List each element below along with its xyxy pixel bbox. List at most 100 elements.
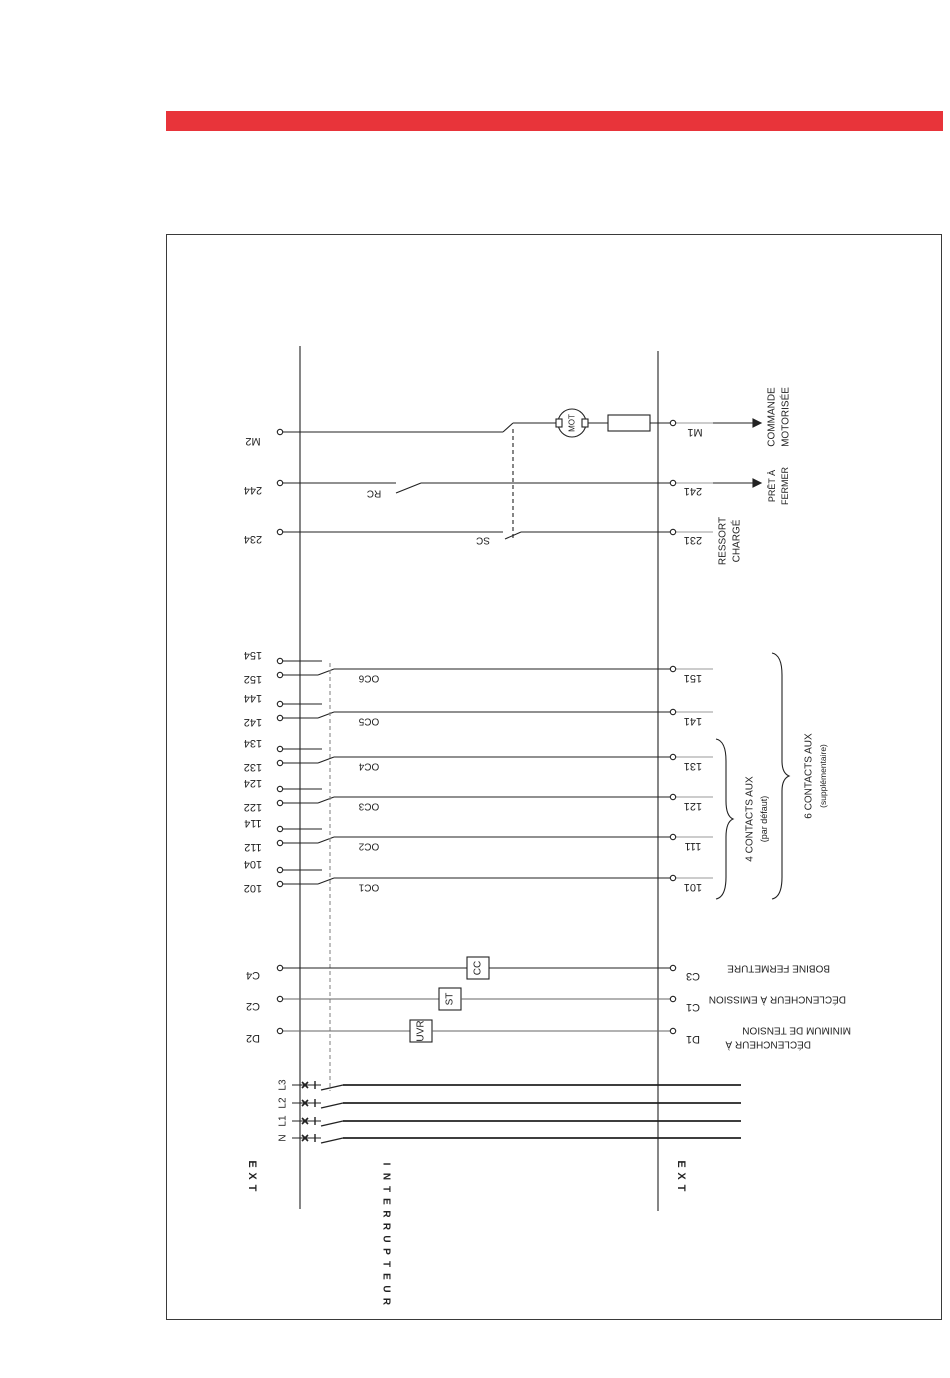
terminal-coil-right [669,964,677,972]
label-aux-nc: 154 [244,649,262,661]
label-aux-no: 152 [244,673,262,685]
terminal-aux-nc [276,866,284,874]
terminal-aux-nc [276,657,284,665]
power-contact-cross-icon [301,1134,309,1142]
label-aux-right: 111 [685,840,702,852]
arrow-icon [752,418,763,428]
label-aux-contact: OC6 [358,673,379,684]
terminal-aux-nc [276,700,284,708]
label-sc: SC [476,535,490,546]
terminal-241 [669,479,677,487]
coil-uvr-label-1: DÉCLENCHEUR À [725,1039,811,1052]
power-contact-cross-icon [301,1081,309,1089]
brace-optional [771,652,791,900]
aux-switch-blade [317,796,335,804]
label-aux-nc: 134 [244,737,262,749]
terminal-aux-right [669,665,677,673]
terminal-aux-nc [276,785,284,793]
motor-output-label-2: MOTORISÉE [779,387,792,447]
label-aux-nc: 114 [244,817,262,829]
terminal-aux-no [276,799,284,807]
label-m1: M1 [687,426,702,438]
aux-default-subtitle: (par défaut) [759,796,769,843]
label-coil-left: C4 [246,969,260,981]
power-contact-cross-icon [301,1099,309,1107]
left-ext-label: EXT [246,1160,258,1191]
terminal-aux-no [276,759,284,767]
motor-output-label-1: COMMANDE [767,387,778,447]
fuse-icon [607,414,651,432]
aux-switch-blade [317,711,335,719]
breaker-label-letter: E [381,1198,392,1205]
motor-brush-right [581,418,589,428]
breaker-label-letter: P [381,1248,392,1255]
power-line-label: L1 [278,1115,289,1127]
label-aux-no: 142 [244,716,262,728]
motor-label: MOT [568,414,577,432]
terminal-coil-right [669,1027,677,1035]
label-aux-no: 102 [244,882,262,894]
coil-closing-label: BOBINE FERMETURE [727,963,830,974]
label-231: 231 [684,534,702,546]
terminal-aux-right [669,833,677,841]
terminal-aux-no [276,671,284,679]
coil-shunt-label: DÉCLENCHEUR À EMISSION [709,994,846,1007]
right-ext-label-letter: X [675,1172,687,1180]
terminal-aux-no [276,714,284,722]
terminal-aux-right [669,753,677,761]
terminal-234 [276,528,284,536]
terminal-m1 [669,419,677,427]
label-aux-contact: OC2 [358,841,379,852]
label-aux-contact: OC1 [358,882,379,893]
aux-default-title: 4 CONTACTS AUX [745,776,756,862]
right-ext-label-letter: T [675,1185,687,1192]
arrow-icon [752,478,763,488]
label-aux-no: 122 [244,801,262,813]
label-244: 244 [244,484,262,496]
motor-brush-left [555,418,563,428]
label-aux-right: 141 [684,715,702,727]
label-aux-no: 112 [244,841,262,853]
breaker-label-letter: U [381,1235,392,1242]
power-switch-blade [320,1120,344,1127]
terminal-aux-right [669,708,677,716]
label-aux-right: 101 [684,881,702,893]
power-switch-blade [320,1137,344,1144]
aux-switch-blade [317,756,335,764]
breaker-label-letter: R [381,1298,392,1306]
power-contact-cross-icon [301,1117,309,1125]
label-aux-nc: 104 [244,858,262,870]
power-line-label: L2 [278,1097,289,1109]
header-band [166,111,943,131]
breaker-label-letter: I [381,1163,392,1166]
terminal-coil-left [276,1027,284,1035]
power-switch-blade [320,1102,344,1109]
terminal-aux-nc [276,825,284,833]
left-ext-label-letter: T [246,1185,258,1192]
label-aux-nc: 124 [244,777,262,789]
coil-shunt-symbol: ST [445,993,456,1006]
breaker-label-letter: N [381,1173,392,1180]
aux-optional-title: 6 CONTACTS AUX [804,733,815,819]
sc-output-label-2: CHARGÉ [730,519,743,562]
aux-optional-subtitle: (supplémentaire) [818,744,828,808]
terminal-aux-no [276,839,284,847]
left-ext-label-letter: E [246,1160,258,1167]
terminal-231 [669,528,677,536]
label-241: 241 [684,485,702,497]
label-m2: M2 [245,435,260,447]
label-aux-contact: OC3 [358,801,379,812]
breaker-label-letter: R [381,1223,392,1231]
aux-switch-blade [317,836,335,844]
label-aux-contact: OC5 [358,716,379,727]
left-ext-label-letter: X [246,1172,258,1180]
terminal-coil-left [276,995,284,1003]
power-switch-blade [320,1084,344,1091]
coil-uvr-label-2: MINIMUM DE TENSION [742,1025,851,1036]
breaker-label-letter: T [381,1186,392,1192]
rc-output-label-2: FERMER [780,467,790,506]
label-coil-right: C1 [686,1001,700,1013]
label-coil-left: C2 [246,1000,260,1012]
